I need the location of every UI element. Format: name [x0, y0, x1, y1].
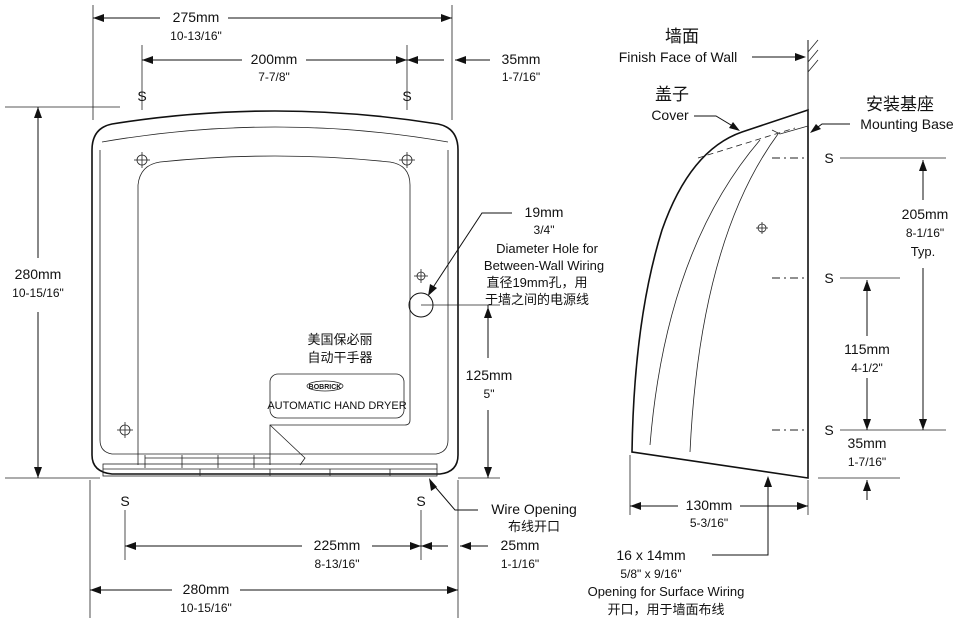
- svg-text:280mm: 280mm: [15, 266, 62, 282]
- svg-text:1-1/16": 1-1/16": [501, 557, 539, 571]
- svg-text:Typ.: Typ.: [911, 244, 936, 259]
- svg-text:于墙之间的电源线: 于墙之间的电源线: [485, 292, 589, 307]
- svg-text:1-7/16": 1-7/16": [848, 455, 886, 469]
- svg-text:Diameter Hole for: Diameter Hole for: [496, 241, 599, 256]
- dim-side-bottom-offset: 35mm 1-7/16": [848, 435, 887, 500]
- dim-depth: 130mm 5-3/16": [629, 455, 809, 530]
- svg-text:Wire Opening: Wire Opening: [491, 501, 577, 517]
- screw-label: S: [402, 88, 411, 104]
- svg-text:Cover: Cover: [651, 107, 689, 123]
- svg-text:225mm: 225mm: [314, 537, 361, 553]
- label-wall: 墙面 Finish Face of Wall: [619, 27, 806, 65]
- svg-text:5": 5": [484, 387, 495, 401]
- svg-text:墙面: 墙面: [665, 27, 699, 46]
- dim-spacing-typ: 205mm 8-1/16" Typ.: [902, 160, 949, 430]
- dim-width-top: 275mm 10-13/16": [93, 9, 452, 43]
- svg-text:19mm: 19mm: [525, 204, 564, 220]
- brand-plate: [269, 373, 405, 419]
- svg-text:8-13/16": 8-13/16": [315, 557, 360, 571]
- svg-text:5-3/16": 5-3/16": [690, 516, 728, 530]
- bobrick-logo-text: BOBRICK: [309, 384, 342, 391]
- wall-hatch: [807, 39, 819, 73]
- side-view: S S S 墙面 Finish Face of Wall 盖子 Cover 安装…: [588, 27, 954, 617]
- mounting-base-profile: [771, 110, 809, 135]
- svg-text:Between-Wall Wiring: Between-Wall Wiring: [484, 258, 604, 273]
- dim-side-offset: 35mm 1-7/16": [407, 51, 540, 84]
- screw-label: S: [824, 422, 833, 438]
- svg-text:开口，用于墙面布线: 开口，用于墙面布线: [607, 602, 724, 617]
- plate-text: AUTOMATIC HAND DRYER: [267, 400, 406, 412]
- svg-text:盖子: 盖子: [655, 85, 689, 104]
- bobrick-logo: [306, 380, 344, 392]
- grille-slots: [144, 455, 391, 476]
- dryer-nozzle-cut: [269, 424, 306, 466]
- dim-hole-spacing-bottom: 225mm 8-13/16": [125, 537, 421, 571]
- screw-label: S: [137, 88, 146, 104]
- svg-text:8-1/16": 8-1/16": [906, 226, 944, 240]
- side-inner-edge-2: [649, 139, 761, 446]
- callout-wiring-hole: 19mm 3/4" Diameter Hole for Between-Wall…: [428, 204, 604, 307]
- svg-text:Opening for Surface Wiring: Opening for Surface Wiring: [588, 584, 745, 599]
- dryer-front-panel: [137, 155, 411, 465]
- callout-surface-opening: 16 x 14mm 5/8" x 9/16" Opening for Surfa…: [588, 476, 772, 617]
- svg-text:1-7/16": 1-7/16": [502, 70, 540, 84]
- screw-label: S: [824, 270, 833, 286]
- callout-wire-opening: Wire Opening 布线开口: [429, 478, 577, 534]
- svg-text:25mm: 25mm: [501, 537, 540, 553]
- svg-text:16 x 14mm: 16 x 14mm: [616, 547, 685, 563]
- svg-text:安装基座: 安装基座: [866, 95, 934, 114]
- dim-height: 280mm 10-15/16": [12, 107, 64, 478]
- svg-text:35mm: 35mm: [502, 51, 541, 67]
- dryer-inner-bevel: [99, 150, 449, 455]
- dim-hole-spacing-top: 200mm 7-7/8": [142, 51, 407, 84]
- svg-text:Mounting Base: Mounting Base: [860, 116, 954, 132]
- dryer-side-profile: [631, 108, 809, 479]
- svg-text:4-1/2": 4-1/2": [851, 361, 883, 375]
- svg-text:布线开口: 布线开口: [508, 519, 560, 534]
- svg-text:5/8" x 9/16": 5/8" x 9/16": [620, 567, 681, 581]
- label-cover: 盖子 Cover: [651, 85, 740, 131]
- front-view: BOBRICK AUTOMATIC HAND DRYER 美国保必丽 自动干手器…: [5, 5, 604, 618]
- screw-label: S: [824, 150, 833, 166]
- screw-label: S: [416, 493, 425, 509]
- dim-bottom-offset: 25mm 1-1/16": [421, 537, 539, 571]
- screw-hole-top-left: [134, 152, 150, 168]
- screw-hole-top-right: [399, 152, 415, 168]
- svg-text:205mm: 205mm: [902, 206, 949, 222]
- brand-cn-line1: 美国保必丽: [307, 332, 372, 347]
- svg-text:130mm: 130mm: [686, 497, 733, 513]
- screw-label: S: [120, 493, 129, 509]
- dim-wiring-height: 125mm 5": [421, 304, 513, 479]
- dim-spacing-mid: 115mm 4-1/2": [844, 280, 890, 430]
- svg-text:7-7/8": 7-7/8": [258, 70, 290, 84]
- svg-text:35mm: 35mm: [848, 435, 887, 451]
- svg-text:125mm: 125mm: [466, 367, 513, 383]
- dryer-top-bevel: [101, 126, 449, 143]
- brand-cn-line2: 自动干手器: [307, 350, 372, 365]
- dim-width-bottom: 280mm 10-15/16": [90, 581, 458, 615]
- side-inner-edge: [689, 133, 779, 453]
- screw-hole-bottom-left: [117, 422, 133, 438]
- side-screw-mark: [756, 222, 768, 234]
- svg-text:10-13/16": 10-13/16": [170, 29, 222, 43]
- svg-text:3/4": 3/4": [534, 223, 555, 237]
- svg-text:275mm: 275mm: [173, 9, 220, 25]
- label-mounting-base: 安装基座 Mounting Base: [810, 95, 954, 133]
- svg-text:280mm: 280mm: [183, 581, 230, 597]
- dryer-housing-outline: [91, 110, 459, 475]
- svg-text:Finish Face of Wall: Finish Face of Wall: [619, 49, 738, 65]
- side-dashed-edge: [697, 127, 796, 159]
- svg-text:115mm: 115mm: [844, 341, 890, 357]
- svg-text:直径19mm孔，用: 直径19mm孔，用: [486, 275, 587, 290]
- svg-text:200mm: 200mm: [251, 51, 298, 67]
- svg-text:10-15/16": 10-15/16": [12, 286, 64, 300]
- svg-text:10-15/16": 10-15/16": [180, 601, 232, 615]
